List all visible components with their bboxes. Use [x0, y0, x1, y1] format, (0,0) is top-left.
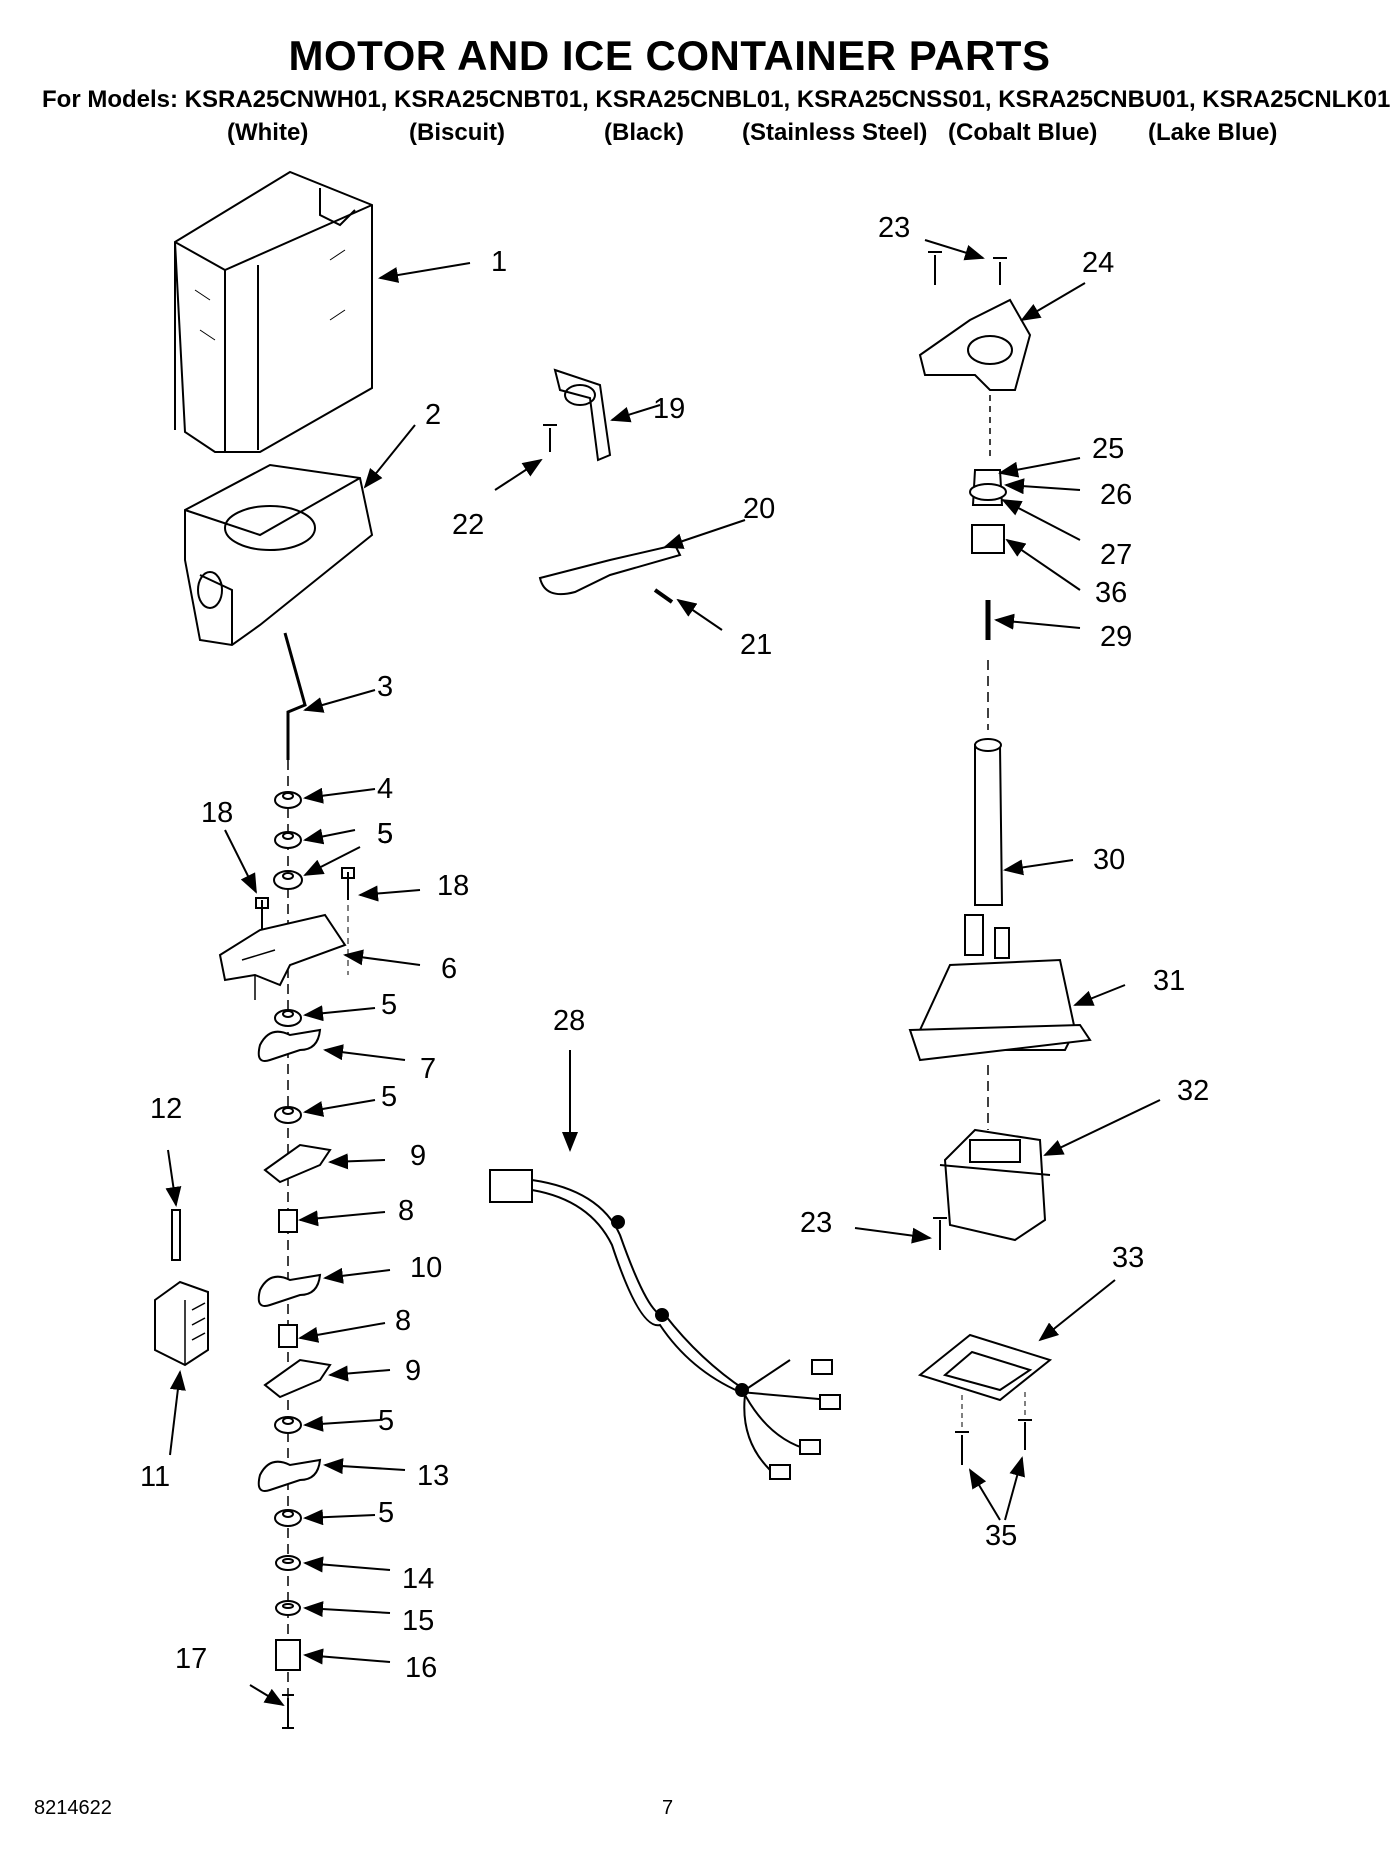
callout-26: 26	[1100, 479, 1132, 511]
sleeve-36	[971, 524, 1005, 554]
callout-23: 23	[878, 212, 910, 244]
callout-17: 17	[175, 1643, 207, 1675]
callout-32: 32	[1177, 1075, 1209, 1107]
screw-23-right	[993, 257, 1007, 285]
callout-19: 19	[653, 393, 685, 425]
leader-arrows	[165, 239, 1161, 1707]
stationary-blade-9a	[263, 1143, 332, 1184]
callout-31: 31	[1153, 965, 1185, 997]
callout-27: 27	[1100, 539, 1132, 571]
callout-9: 9	[410, 1140, 426, 1172]
ice-crusher-blade-7	[257, 1028, 322, 1062]
callout-11: 11	[140, 1461, 170, 1493]
callout-33: 33	[1112, 1242, 1144, 1274]
page-number: 7	[662, 1797, 674, 1819]
callout-23: 23	[800, 1207, 832, 1239]
wire-harness	[489, 1169, 841, 1480]
auger-housing	[184, 463, 374, 647]
callout-5: 5	[378, 1497, 394, 1529]
stationary-blade-9b	[263, 1358, 332, 1399]
callout-5: 5	[381, 989, 397, 1021]
callout-8: 8	[395, 1305, 411, 1337]
switch-11	[154, 1280, 209, 1367]
screw-17	[282, 1694, 294, 1729]
color-biscuit: (Biscuit)	[409, 119, 505, 146]
callout-5: 5	[377, 818, 393, 850]
ice-container-bin	[173, 170, 373, 453]
auger-shaft-30	[974, 744, 1004, 906]
callout-5: 5	[381, 1081, 397, 1113]
blade-10	[257, 1273, 322, 1307]
callout-21: 21	[740, 629, 772, 661]
callout-9: 9	[405, 1355, 421, 1387]
mounting-plate-24	[918, 298, 1032, 391]
model-colors: (White) (Biscuit) (Black) (Stainless Ste…	[0, 119, 1339, 149]
document-number: 8214622	[34, 1797, 112, 1819]
callout-20: 20	[743, 493, 775, 525]
callout-5: 5	[377, 818, 393, 850]
callout-18: 18	[201, 797, 233, 829]
auger-crank	[283, 632, 307, 760]
color-stainless-steel: (Stainless Steel)	[742, 119, 928, 146]
bracket-19	[553, 368, 612, 462]
callout-4: 4	[377, 773, 393, 805]
callout-24: 24	[1082, 247, 1114, 279]
color-lake-blue: (Lake Blue)	[1148, 119, 1278, 146]
screw-23-left	[928, 251, 942, 285]
callout-10: 10	[410, 1252, 442, 1284]
callout-14: 14	[402, 1563, 434, 1595]
blade-13	[257, 1458, 322, 1492]
gasket-33	[917, 1333, 1053, 1402]
callout-1: 1	[491, 246, 507, 278]
callout-13: 13	[417, 1460, 449, 1492]
models-line: For Models: KSRA25CNWH01, KSRA25CNBT01, …	[42, 86, 1390, 113]
callout-2: 2	[425, 399, 441, 431]
callout-3: 3	[377, 671, 393, 703]
exploded-parts-diagram: 1 2 3 4 5 18 5 18 6 5 7 5 9 8 10 8 9 5 1…	[140, 170, 1209, 1729]
callout-15: 15	[402, 1605, 434, 1637]
callout-36: 36	[1095, 577, 1127, 609]
screw-18-left	[255, 897, 269, 930]
callout-5: 5	[378, 1405, 394, 1437]
lever-20	[538, 543, 682, 596]
stack-bracket	[218, 913, 347, 987]
screw-23-motor	[933, 1217, 947, 1250]
callout-labels: 1 2 3 4 5 18 5 18 6 5 7 5 9 8 10 8 9 5 1…	[140, 212, 1209, 1684]
callout-16: 16	[405, 1652, 437, 1684]
spacer-8b	[278, 1324, 298, 1348]
callout-25: 25	[1092, 433, 1124, 465]
callout-28: 28	[553, 1005, 585, 1037]
color-black: (Black)	[604, 119, 685, 146]
callout-12: 12	[150, 1093, 182, 1125]
color-cobalt-blue: (Cobalt Blue)	[948, 119, 1098, 146]
callout-22: 22	[452, 509, 484, 541]
callout-6: 6	[441, 953, 457, 985]
callout-18: 18	[437, 870, 469, 902]
callout-30: 30	[1093, 844, 1125, 876]
washer-stack	[273, 791, 303, 1616]
spacer-8a	[278, 1209, 298, 1233]
pin-12	[171, 1209, 181, 1261]
screw-22	[543, 424, 557, 452]
callout-29: 29	[1100, 621, 1132, 653]
coupler-16	[275, 1639, 301, 1671]
screw-35-right	[1018, 1419, 1032, 1450]
page-title: MOTOR AND ICE CONTAINER PARTS	[288, 32, 1051, 79]
callout-7: 7	[420, 1053, 436, 1085]
screw-35-left	[955, 1431, 969, 1465]
callout-35: 35	[985, 1520, 1017, 1552]
callout-8: 8	[398, 1195, 414, 1227]
screw-18-right	[341, 867, 355, 900]
color-white: (White)	[227, 119, 309, 146]
spring-21	[653, 588, 674, 604]
